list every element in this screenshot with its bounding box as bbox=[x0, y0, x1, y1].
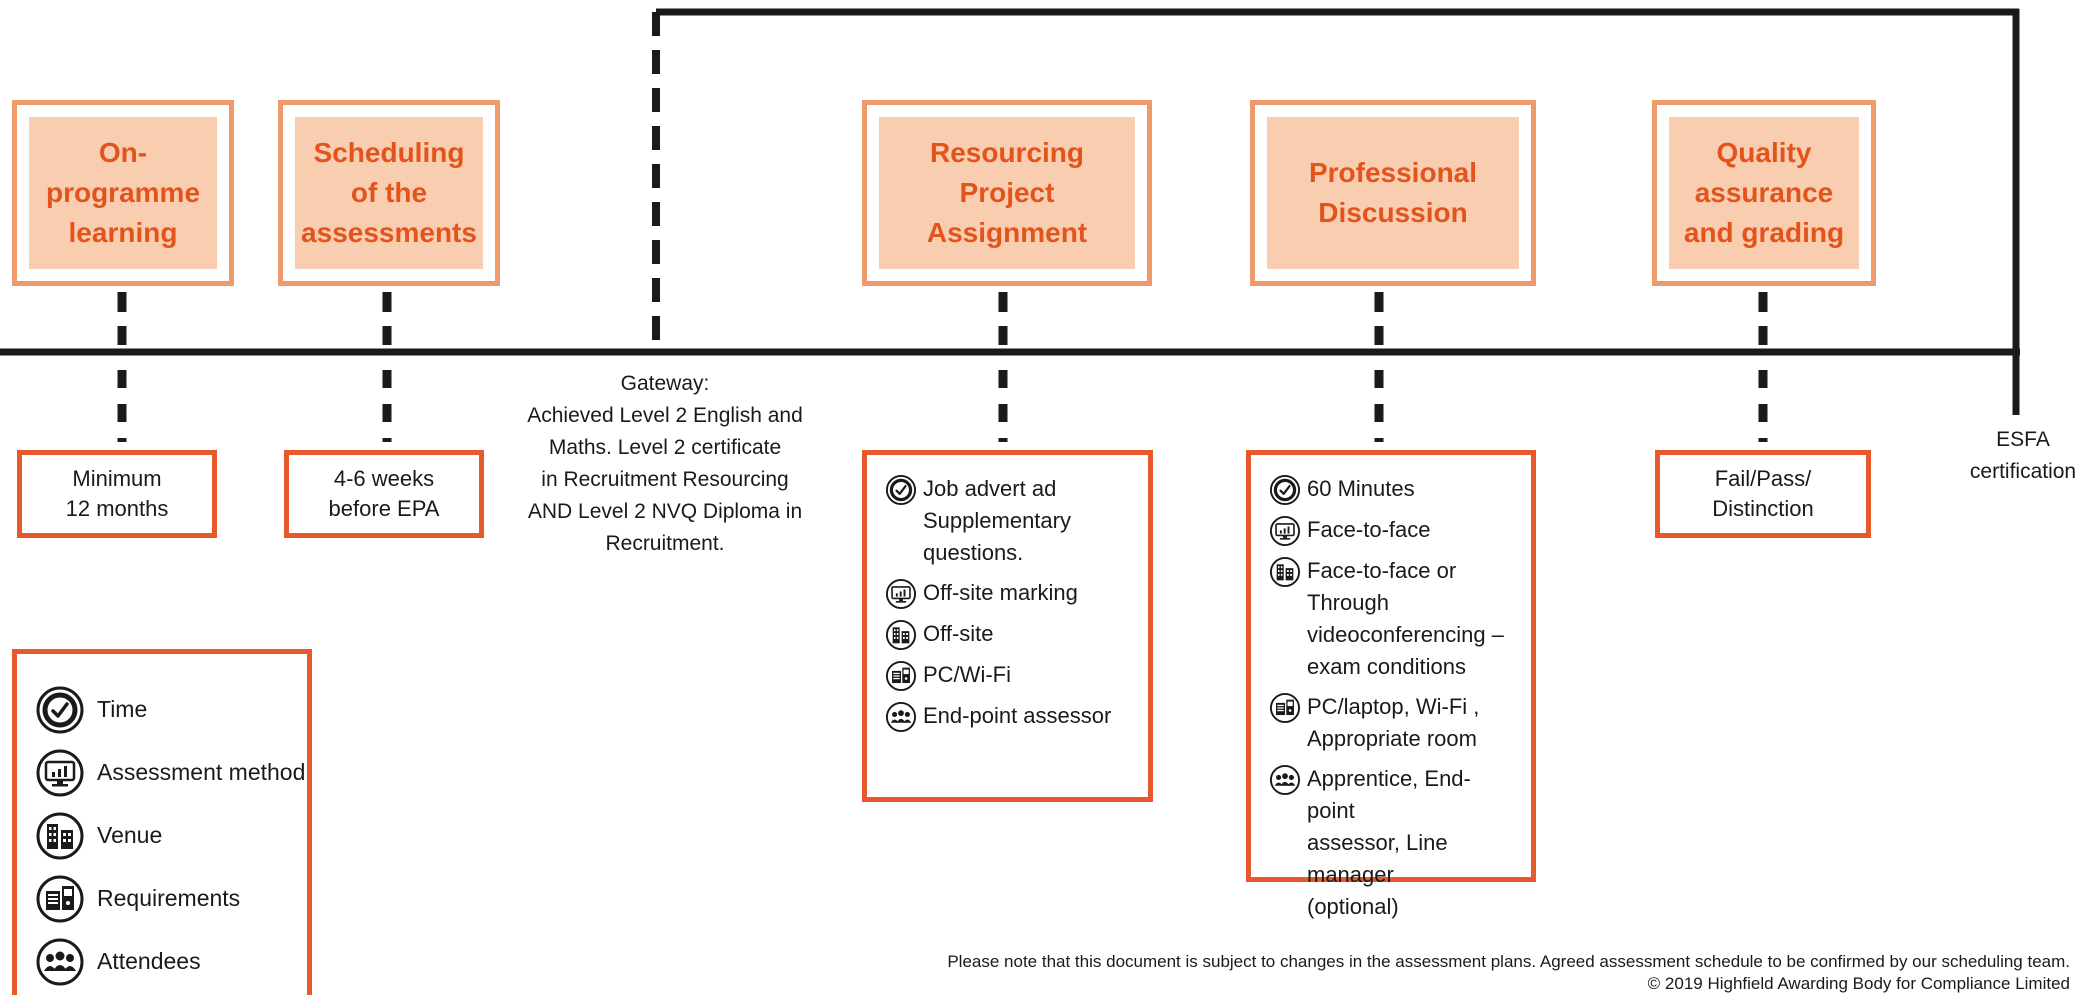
legend-label: Venue bbox=[97, 822, 163, 848]
detail-scheduling: 4-6 weeks before EPA bbox=[284, 450, 484, 538]
detail-text: Job advert ad Supplementary questions. bbox=[923, 476, 1071, 565]
stage-title: Quality assurance and grading bbox=[1669, 117, 1859, 269]
esfa-certification: ESFA certification bbox=[1969, 428, 2077, 483]
footer: Please note that this document is subjec… bbox=[840, 945, 2070, 1001]
detail-resourcing-project: Job advert ad Supplementary questions. O… bbox=[862, 450, 1153, 802]
time-icon bbox=[885, 474, 917, 506]
detail-row-assessment-method: Off-site marking bbox=[885, 577, 1134, 610]
stage-title: Scheduling of the assessments bbox=[295, 117, 483, 269]
gateway-text: Gateway: Achieved Level 2 English and Ma… bbox=[527, 372, 803, 555]
time-icon bbox=[35, 685, 85, 735]
attendees-icon bbox=[1269, 764, 1301, 796]
detail-quality-assurance: Fail/Pass/ Distinction bbox=[1655, 450, 1871, 538]
detail-text: PC/Wi-Fi bbox=[923, 662, 1011, 687]
legend: Time Assessment method Venue Requirement… bbox=[12, 649, 312, 995]
detail-row-attendees: End-point assessor bbox=[885, 700, 1134, 733]
stage-resourcing-project: Resourcing Project Assignment bbox=[862, 100, 1152, 286]
legend-item-venue: Venue bbox=[35, 804, 307, 867]
legend-label: Requirements bbox=[97, 885, 241, 911]
stage-professional-discussion: Professional Discussion bbox=[1250, 100, 1536, 286]
requirements-icon bbox=[1269, 692, 1301, 724]
stage-title: Professional Discussion bbox=[1267, 117, 1519, 269]
detail-text: Off-site bbox=[923, 621, 994, 646]
detail-row-time: Job advert ad Supplementary questions. bbox=[885, 473, 1134, 569]
detail-text: PC/laptop, Wi-Fi , Appropriate room bbox=[1307, 694, 1480, 751]
legend-label: Attendees bbox=[97, 948, 201, 974]
time-icon bbox=[1269, 474, 1301, 506]
assessment-method-icon bbox=[885, 578, 917, 610]
footer-notice: Please note that this document is subjec… bbox=[947, 952, 2070, 971]
attendees-icon bbox=[35, 937, 85, 987]
requirements-icon bbox=[35, 874, 85, 924]
detail-row-time: 60 Minutes bbox=[1269, 473, 1517, 506]
stage-quality-assurance: Quality assurance and grading bbox=[1652, 100, 1876, 286]
detail-row-requirements: PC/Wi-Fi bbox=[885, 659, 1134, 692]
venue-icon bbox=[1269, 556, 1301, 588]
legend-label: Time bbox=[97, 696, 148, 722]
detail-text: Face-to-face bbox=[1307, 517, 1431, 542]
stage-title: Resourcing Project Assignment bbox=[879, 117, 1135, 269]
detail-row-venue: Face-to-face or Through videoconferencin… bbox=[1269, 555, 1517, 683]
legend-item-time: Time bbox=[35, 678, 307, 741]
detail-row-attendees: Apprentice, End-point assessor, Line man… bbox=[1269, 763, 1517, 923]
detail-row-venue: Off-site bbox=[885, 618, 1134, 651]
detail-professional-discussion: 60 Minutes Face-to-face Face-to-face or … bbox=[1246, 450, 1536, 919]
attendees-icon bbox=[885, 701, 917, 733]
detail-text: Face-to-face or Through videoconferencin… bbox=[1307, 558, 1504, 679]
detail-text: 60 Minutes bbox=[1307, 476, 1415, 501]
stage-on-programme-learning: On-programme learning bbox=[12, 100, 234, 286]
venue-icon bbox=[885, 619, 917, 651]
legend-label: Assessment method bbox=[97, 759, 306, 785]
detail-on-programme: Minimum 12 months bbox=[17, 450, 217, 538]
stage-title: On-programme learning bbox=[29, 117, 217, 269]
detail-text: End-point assessor bbox=[923, 703, 1112, 728]
legend-item-requirements: Requirements bbox=[35, 867, 307, 930]
detail-text: Off-site marking bbox=[923, 580, 1078, 605]
detail-text: Apprentice, End-point assessor, Line man… bbox=[1307, 766, 1471, 919]
legend-item-assessment-method: Assessment method bbox=[35, 741, 307, 804]
detail-row-requirements: PC/laptop, Wi-Fi , Appropriate room bbox=[1269, 691, 1517, 755]
stage-scheduling: Scheduling of the assessments bbox=[278, 100, 500, 286]
assessment-method-icon bbox=[35, 748, 85, 798]
venue-icon bbox=[35, 811, 85, 861]
requirements-icon bbox=[885, 660, 917, 692]
detail-row-assessment-method: Face-to-face bbox=[1269, 514, 1517, 547]
legend-item-attendees: Attendees bbox=[35, 930, 307, 993]
assessment-method-icon bbox=[1269, 515, 1301, 547]
footer-copyright: © 2019 Highfield Awarding Body for Compl… bbox=[1647, 974, 2070, 993]
